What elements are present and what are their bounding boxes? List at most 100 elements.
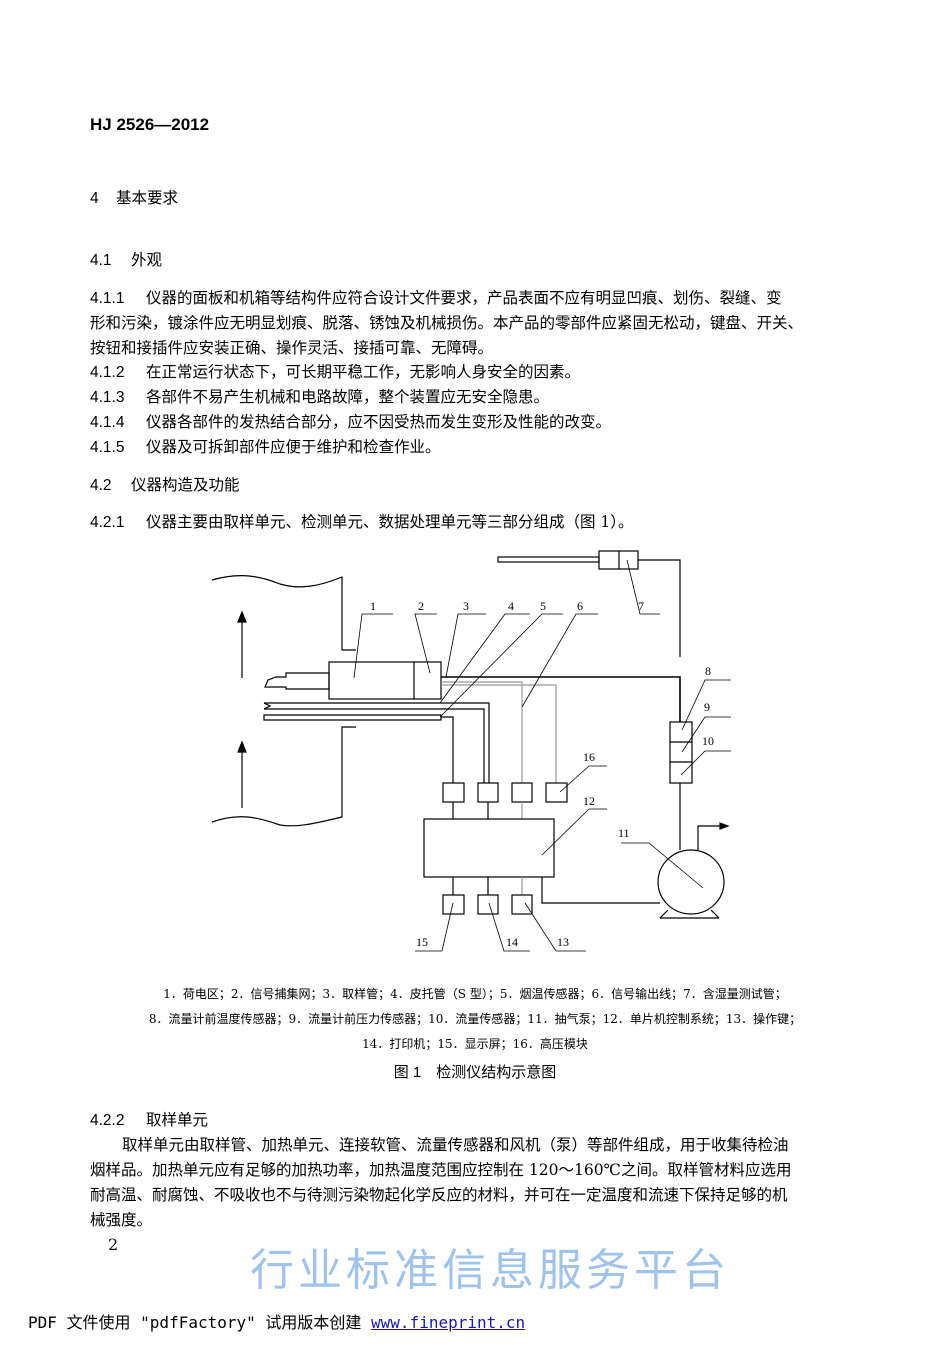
diagram-stroke	[681, 679, 731, 731]
text-span: 在正常运行状态下，可长期平稳工作，无影响人身安全的因素。	[146, 363, 581, 381]
text-span: 4.2	[90, 477, 112, 494]
charge-zone-box	[328, 661, 442, 700]
nozzle	[264, 672, 330, 690]
label-15: 15	[416, 935, 428, 949]
clause-4-1-1-line2: 形和污染，镀涂件应无明显划痕、脱落、锈蚀及机械损伤。本产品的零部件应紧固无松动，…	[90, 311, 803, 333]
label-9: 9	[704, 700, 710, 714]
diagram-stroke	[488, 902, 530, 952]
section-4-1-heading: 4.1 外观	[90, 248, 162, 270]
page-number: 2	[108, 1235, 119, 1254]
clause-4-2-2-line1: 取样单元由取样管、加热单元、连接软管、流量传感器和风机（泵）等部件组成，用于收集…	[122, 1136, 789, 1154]
diagram-stroke	[638, 559, 681, 657]
flow-arrow-icon	[237, 740, 247, 808]
diagram-stroke	[442, 894, 465, 915]
figure-legend-line2: 8．流量计前温度传感器；9．流量计前压力传感器；10．流量传感器；11．抽气泵；…	[148, 1012, 802, 1026]
diagram-stroke	[511, 894, 533, 915]
diagram-stroke	[541, 808, 607, 856]
section-4-heading: 4 基本要求	[90, 186, 178, 208]
text-span: 仪器各部件的发热结合部分，应不因受热而发生变形及性能的改变。	[146, 413, 612, 431]
text-span: 基本要求	[116, 190, 179, 207]
mcu-control-box	[423, 818, 555, 878]
clause-4-1-4: 4.1.4 仪器各部件的发热结合部分，应不因受热而发生变形及性能的改变。	[90, 410, 611, 432]
text-span: 4	[90, 190, 99, 207]
diagram-stroke	[541, 877, 660, 904]
stack-wall-bottom	[211, 726, 356, 827]
diagram-stroke	[445, 613, 486, 678]
label-4: 4	[508, 599, 514, 613]
text-span: 仪器的面板和机箱等结构件应符合设计文件要求，产品表面不应有明显凹痕、划伤、裂缝、…	[146, 289, 782, 307]
diagram-stroke	[353, 559, 731, 952]
text-span: 仪器及可拆卸部件应便于维护和检查作业。	[146, 438, 441, 456]
clause-4-2-2-line3: 耐高温、耐腐蚀、不吸收也不与待测污染物起化学反应的材料，并可在一定温度和流速下保…	[90, 1186, 788, 1204]
diagram-stroke	[497, 556, 600, 563]
diagram-stroke	[477, 782, 499, 803]
label-8: 8	[705, 664, 711, 678]
label-14: 14	[506, 935, 518, 949]
diagram-stroke	[524, 902, 586, 952]
diagram-stroke	[439, 613, 563, 718]
text-span: 各部件不易产生机械和电路故障，整个装置应无安全隐患。	[146, 388, 550, 406]
figure-caption: 图 1 检测仪结构示意图	[393, 1064, 557, 1081]
label-3: 3	[463, 599, 469, 613]
pump-icon	[657, 849, 725, 915]
clause-4-1-2: 4.1.2 在正常运行状态下，可长期平稳工作，无影响人身安全的因素。	[90, 360, 580, 382]
fineprint-link[interactable]: www.fineprint.cn	[371, 1313, 526, 1332]
text-span: 4.1.3	[90, 389, 125, 406]
label-1: 1	[370, 599, 376, 613]
clause-4-2-1: 4.2.1 仪器主要由取样单元、检测单元、数据处理单元等三部分组成（图 1）。	[90, 510, 634, 532]
flow-sensor-stack	[669, 721, 693, 784]
text-span: 4.2.2	[90, 1112, 125, 1129]
text-span: 仪器构造及功能	[131, 477, 240, 494]
diagram-stroke	[511, 782, 533, 803]
figure-legend-line3: 14．打印机；15．显示屏；16．高压模块	[362, 1037, 588, 1051]
diagram-stroke	[353, 613, 393, 679]
clause-4-2-2-line4: 械强度。	[90, 1211, 153, 1229]
clause-4-1-3: 4.1.3 各部件不易产生机械和电路故障，整个装置应无安全隐患。	[90, 385, 549, 407]
watermark: 行业标准信息服务平台	[250, 1245, 730, 1296]
label-5: 5	[540, 599, 546, 613]
text-span: 4.1.2	[90, 364, 125, 381]
text-span: 4.1.5	[90, 439, 125, 456]
diagram-stroke	[681, 716, 731, 753]
footer-text: PDF 文件使用 "pdfFactory" 试用版本创建	[28, 1313, 372, 1332]
stack-wall-top	[211, 575, 356, 651]
text-span: 4.1.1	[90, 290, 125, 307]
text-span: 外观	[131, 252, 163, 269]
diagram-stroke	[621, 842, 704, 889]
text-span: 取样单元	[146, 1111, 209, 1129]
temperature-sensor-tube	[263, 714, 454, 783]
diagram-stroke	[659, 909, 720, 919]
diagram-stroke	[545, 782, 568, 803]
pitot-tube	[264, 702, 490, 783]
diagram-stroke	[697, 825, 722, 850]
text-span: 形和污染，镀涂件应无明显划痕、脱落、锈蚀及机械损伤。本产品的零部件应紧固无松动，…	[90, 314, 804, 332]
label-7: 7	[638, 599, 644, 613]
diagram-stroke	[719, 822, 730, 830]
doc-code: HJ 2526—2012	[90, 115, 210, 134]
flow-arrow-icon	[237, 610, 247, 678]
label-10: 10	[702, 734, 714, 748]
text-span: 4.1.4	[90, 414, 125, 431]
label-2: 2	[418, 599, 424, 613]
label-13: 13	[557, 935, 569, 949]
diagram-stroke	[237, 740, 247, 753]
doc-code-header: HJ 2526—2012	[90, 115, 209, 135]
label-16: 16	[583, 750, 595, 764]
text-span: 4.2.1	[90, 514, 125, 531]
label-11: 11	[618, 826, 630, 840]
diagram-stroke	[680, 750, 731, 776]
text-span: 仪器主要由取样单元、检测单元、数据处理单元等三部分组成（图 1）。	[146, 513, 634, 531]
diagram-stroke	[237, 610, 247, 623]
figure-legend-line1: 1．荷电区；2．信号捕集网；3．取样管；4．皮托管（S 型）；5．烟温传感器；6…	[163, 987, 787, 1001]
clause-4-2-2-line2: 烟样品。加热单元应有足够的加热功率，加热温度范围应控制在 120～160℃之间。…	[90, 1161, 792, 1179]
diagram-stroke	[442, 782, 465, 803]
diagram-stroke: 1 2 3 4 5 6 7 8 9 10 11 12 13 14 15 16	[370, 599, 714, 949]
label-12: 12	[583, 794, 595, 808]
text-span: 4.1	[90, 252, 112, 269]
clause-4-1-5: 4.1.5 仪器及可拆卸部件应便于维护和检查作业。	[90, 435, 441, 457]
text-span: 按钮和接插件应安装正确、操作灵活、接插可靠、无障碍。	[90, 339, 494, 357]
sampling-tube	[441, 676, 681, 722]
clause-4-1-1-line3: 按钮和接插件应安装正确、操作灵活、接插可靠、无障碍。	[90, 336, 493, 358]
label-6: 6	[577, 599, 583, 613]
